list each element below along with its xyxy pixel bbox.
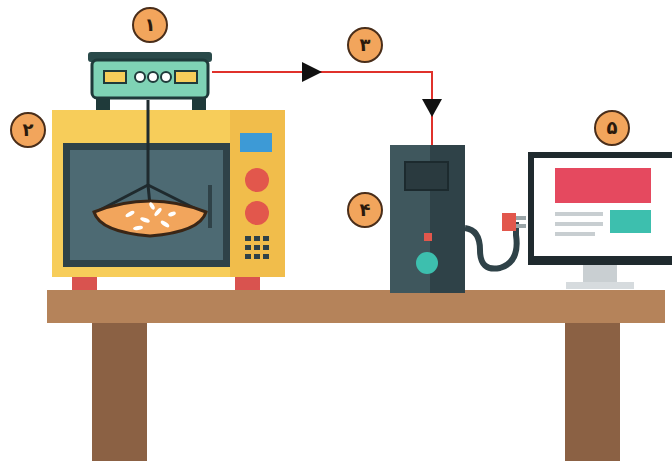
callout-number: ۲ [10,112,46,148]
callout-number: ۵ [594,110,630,146]
callout-number: ۳ [347,27,383,63]
table-leg [92,320,147,461]
callout-number: ۴ [347,192,383,228]
sample-basket [94,100,206,236]
computer-case [390,145,465,293]
callout-number: ۱ [132,7,168,43]
computer-monitor [528,152,672,289]
signal-wire [212,62,442,147]
microwave-oven [52,110,285,290]
monitor-cable [465,213,526,269]
digital-scale [88,52,212,110]
table-top [47,290,665,323]
table-leg [565,320,620,461]
